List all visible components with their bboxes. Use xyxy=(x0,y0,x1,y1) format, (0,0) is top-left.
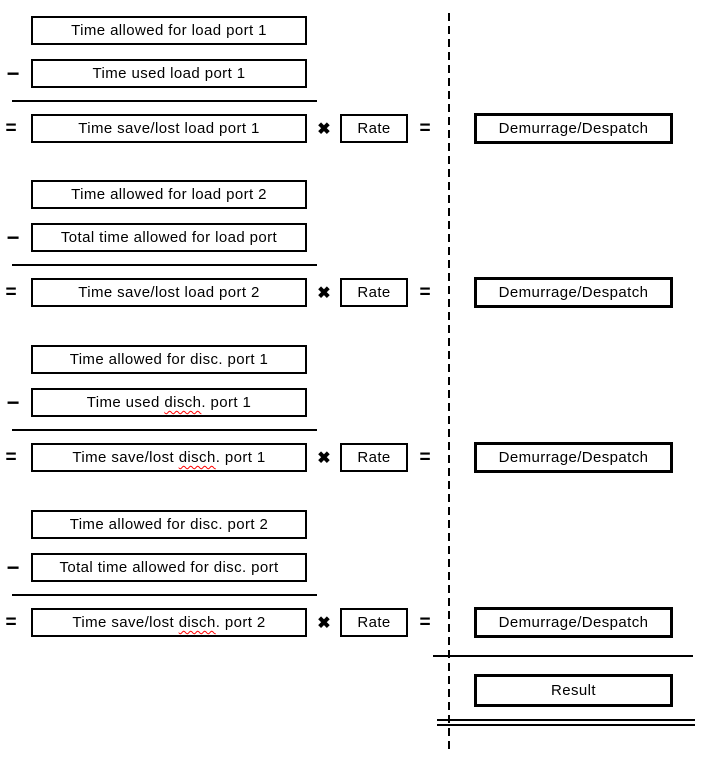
box-label: Rate xyxy=(357,284,391,301)
box-label: Rate xyxy=(357,120,391,137)
box-label: Rate xyxy=(357,614,391,631)
box-label: Demurrage/Despatch xyxy=(498,614,649,631)
calc-group-disc-port-1: Time allowed for disc. port 1 − Time use… xyxy=(0,345,718,491)
box-label: Time save/lost load port 1 xyxy=(78,120,260,137)
demurrage-despatch-box: Demurrage/Despatch xyxy=(474,442,673,473)
equals-operator-right: = xyxy=(419,117,431,139)
sum-line xyxy=(12,594,317,596)
equals-operator: = xyxy=(5,611,17,633)
minus-operator: − xyxy=(6,554,20,580)
box-label: Demurrage/Despatch xyxy=(498,449,649,466)
minus-operator: − xyxy=(6,60,20,86)
total-time-allowed-box: Total time allowed for disc. port xyxy=(31,553,307,582)
box-label: Demurrage/Despatch xyxy=(498,284,649,301)
minus-operator: − xyxy=(6,389,20,415)
box-label: Demurrage/Despatch xyxy=(498,120,649,137)
box-label: Time allowed for load port 2 xyxy=(71,186,267,203)
sum-line xyxy=(12,429,317,431)
demurrage-despatch-box: Demurrage/Despatch xyxy=(474,607,673,638)
box-label: Time allowed for disc. port 1 xyxy=(69,351,269,368)
rate-box: Rate xyxy=(340,443,408,472)
time-allowed-box: Time allowed for load port 2 xyxy=(31,180,307,209)
box-label: Time save/lost xyxy=(72,614,179,631)
box-label: Time save/lost xyxy=(72,449,179,466)
grand-total-double-line xyxy=(437,719,695,726)
rate-box: Rate xyxy=(340,278,408,307)
rate-box: Rate xyxy=(340,608,408,637)
result-box: Result xyxy=(474,674,673,707)
equals-operator: = xyxy=(5,446,17,468)
multiply-operator: ✖ xyxy=(317,614,331,632)
time-saved-lost-box: Time save/lost load port 1 xyxy=(31,114,307,143)
box-label: . port 2 xyxy=(215,614,266,631)
time-allowed-box: Time allowed for load port 1 xyxy=(31,16,307,45)
equals-operator-right: = xyxy=(419,281,431,303)
time-used-box: Time used load port 1 xyxy=(31,59,307,88)
separator-dashed-line xyxy=(448,13,450,750)
total-time-allowed-box: Total time allowed for load port xyxy=(31,223,307,252)
demurrage-despatch-box: Demurrage/Despatch xyxy=(474,277,673,308)
calc-group-load-port-1: Time allowed for load port 1 − Time used… xyxy=(0,16,718,162)
sum-line xyxy=(12,264,317,266)
calc-group-load-port-2: Time allowed for load port 2 − Total tim… xyxy=(0,180,718,326)
box-label: . port 1 xyxy=(201,394,252,411)
box-label: Time used xyxy=(86,394,165,411)
equals-operator: = xyxy=(5,117,17,139)
multiply-operator: ✖ xyxy=(317,449,331,467)
equals-operator-right: = xyxy=(419,611,431,633)
box-label: Time allowed for disc. port 2 xyxy=(69,516,269,533)
rate-box: Rate xyxy=(340,114,408,143)
spellcheck-underline: disch xyxy=(178,614,216,631)
time-allowed-box: Time allowed for disc. port 2 xyxy=(31,510,307,539)
box-label: Time used load port 1 xyxy=(92,65,246,82)
equals-operator: = xyxy=(5,281,17,303)
time-saved-lost-box: Time save/lost disch. port 1 xyxy=(31,443,307,472)
box-label: Total time allowed for load port xyxy=(60,229,278,246)
box-label: Time allowed for load port 1 xyxy=(71,22,267,39)
box-label: Time save/lost load port 2 xyxy=(78,284,260,301)
time-used-box: Time used disch. port 1 xyxy=(31,388,307,417)
equals-operator-right: = xyxy=(419,446,431,468)
spellcheck-underline: disch xyxy=(178,449,216,466)
demurrage-despatch-box: Demurrage/Despatch xyxy=(474,113,673,144)
minus-operator: − xyxy=(6,224,20,250)
calc-group-disc-port-2: Time allowed for disc. port 2 − Total ti… xyxy=(0,510,718,656)
spellcheck-underline: disch xyxy=(164,394,202,411)
time-saved-lost-box: Time save/lost disch. port 2 xyxy=(31,608,307,637)
sum-line xyxy=(12,100,317,102)
multiply-operator: ✖ xyxy=(317,120,331,138)
box-label: Result xyxy=(551,682,596,699)
time-saved-lost-box: Time save/lost load port 2 xyxy=(31,278,307,307)
multiply-operator: ✖ xyxy=(317,284,331,302)
time-allowed-box: Time allowed for disc. port 1 xyxy=(31,345,307,374)
box-label: . port 1 xyxy=(215,449,266,466)
box-label: Total time allowed for disc. port xyxy=(59,559,279,576)
box-label: Rate xyxy=(357,449,391,466)
result-sum-line xyxy=(433,655,693,657)
